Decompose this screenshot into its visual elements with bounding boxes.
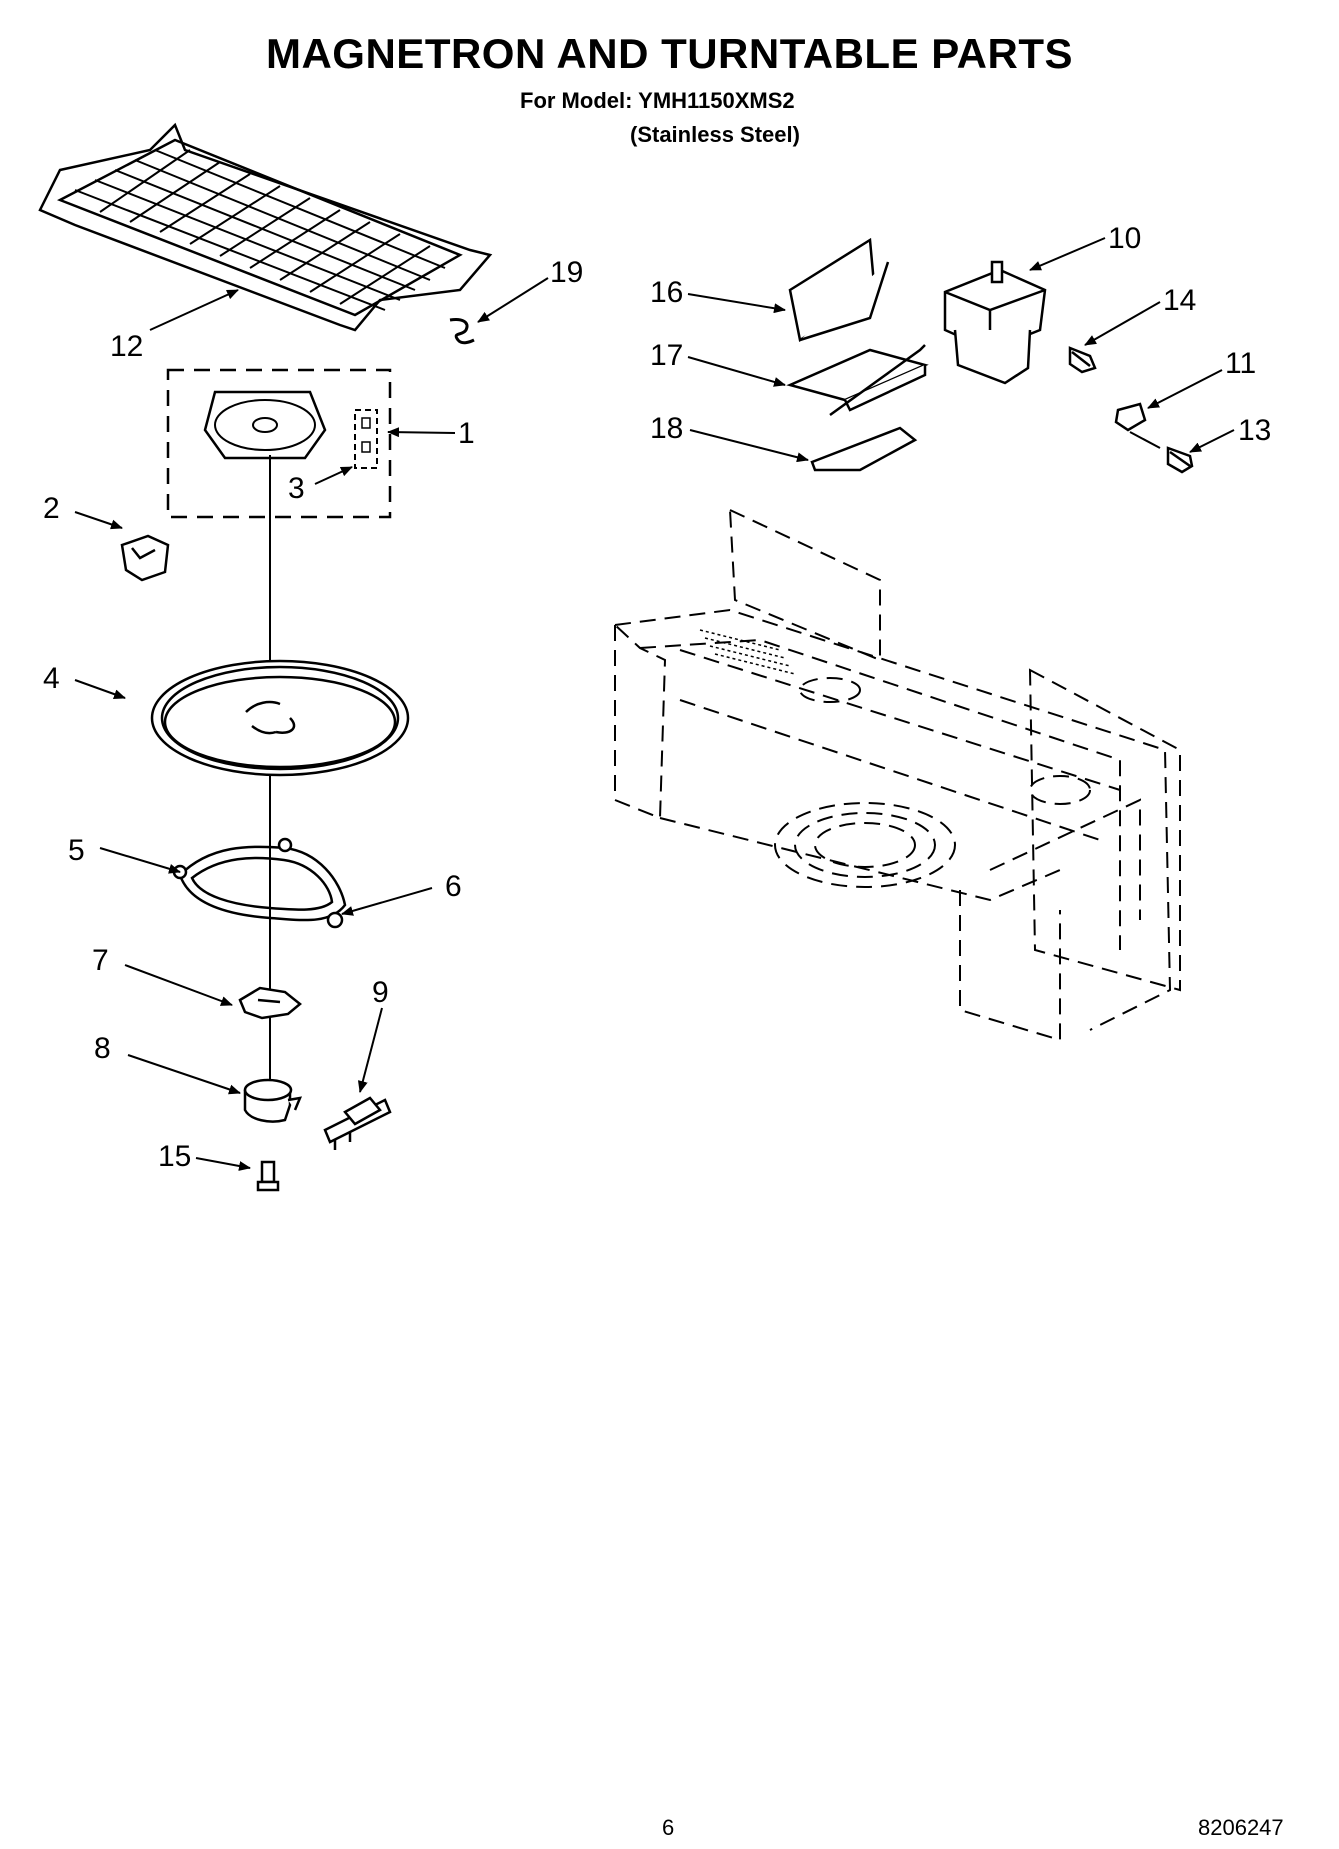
callout-5: 5 xyxy=(68,834,85,867)
screw-part-14 xyxy=(1068,346,1097,374)
callout-4: 4 xyxy=(43,662,60,695)
coupler-assembly-box xyxy=(166,368,392,519)
callout-9: 9 xyxy=(372,976,389,1009)
vent-grid xyxy=(699,629,796,675)
callout-8: 8 xyxy=(94,1032,111,1065)
callout-17: 17 xyxy=(650,339,683,372)
bracket-part-16 xyxy=(788,237,890,342)
switch-part xyxy=(323,1096,392,1150)
callout-3: 3 xyxy=(288,472,305,505)
microwave-cavity-outline xyxy=(614,508,1181,1042)
callout-11: 11 xyxy=(1225,347,1256,380)
duct-part-18 xyxy=(810,426,918,472)
callout-1: 1 xyxy=(458,417,475,450)
coupler-part xyxy=(238,986,302,1020)
callout-13: 13 xyxy=(1238,414,1271,447)
callout-2: 2 xyxy=(43,492,60,525)
roller-ring-part xyxy=(178,845,347,922)
roller-6 xyxy=(326,911,344,929)
callout-6: 6 xyxy=(445,870,462,903)
glass-tray-part xyxy=(150,659,410,777)
callout-12: 12 xyxy=(110,330,143,363)
variant-line: (Stainless Steel) xyxy=(630,122,800,147)
small-part-19 xyxy=(449,318,475,345)
callout-14: 14 xyxy=(1163,284,1196,317)
plate-part-17 xyxy=(786,344,929,417)
rack-part xyxy=(38,122,493,332)
callout-15: 15 xyxy=(158,1140,191,1173)
page-title: MAGNETRON AND TURNTABLE PARTS xyxy=(265,30,1073,77)
document-number: 8206247 xyxy=(1198,1815,1284,1840)
small-part-2 xyxy=(120,534,170,582)
screw-part-13 xyxy=(1166,446,1194,474)
page-number: 6 xyxy=(662,1815,675,1840)
callout-19: 19 xyxy=(550,256,583,289)
small-part-11 xyxy=(1114,402,1147,432)
callout-16: 16 xyxy=(650,276,683,309)
callout-7: 7 xyxy=(92,944,109,977)
callout-10: 10 xyxy=(1108,222,1141,255)
model-line: For Model: YMH1150XMS2 xyxy=(520,88,795,113)
callout-18: 18 xyxy=(650,412,683,445)
screw-part-15 xyxy=(256,1160,280,1192)
motor-part xyxy=(243,1078,303,1123)
magnetron-part xyxy=(943,260,1047,385)
leader-lines xyxy=(74,237,1235,1171)
